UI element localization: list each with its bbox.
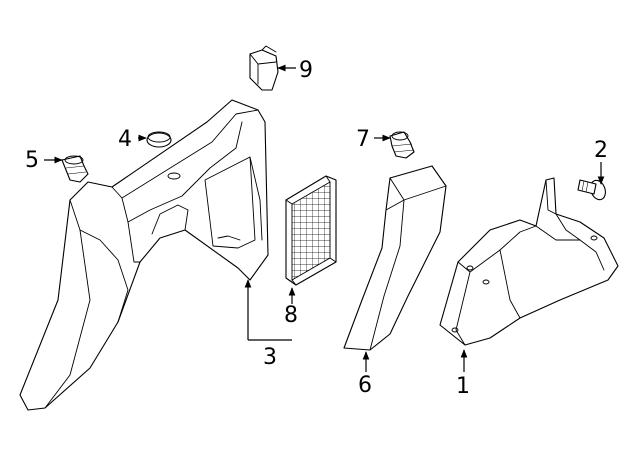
vent-grille [285, 175, 337, 286]
cap-plug [146, 131, 172, 148]
callout-3: 3 [263, 345, 277, 370]
callout-4: 4 [118, 127, 132, 152]
side-cover-trim [439, 177, 619, 346]
callout-7: 7 [356, 127, 370, 152]
callout-5: 5 [25, 148, 39, 173]
pillar-trim [343, 165, 447, 351]
callout-8: 8 [284, 303, 298, 328]
leader-lines [44, 64, 605, 372]
bracket-clip [249, 45, 279, 91]
callout-1: 1 [456, 374, 470, 399]
callout-2: 2 [594, 138, 608, 163]
push-clip-left [61, 155, 89, 183]
callout-9: 9 [299, 58, 313, 83]
push-clip-right [389, 131, 415, 159]
bolt-fastener [577, 179, 606, 201]
callout-6: 6 [358, 373, 372, 398]
quarter-trim-panel [19, 99, 269, 411]
